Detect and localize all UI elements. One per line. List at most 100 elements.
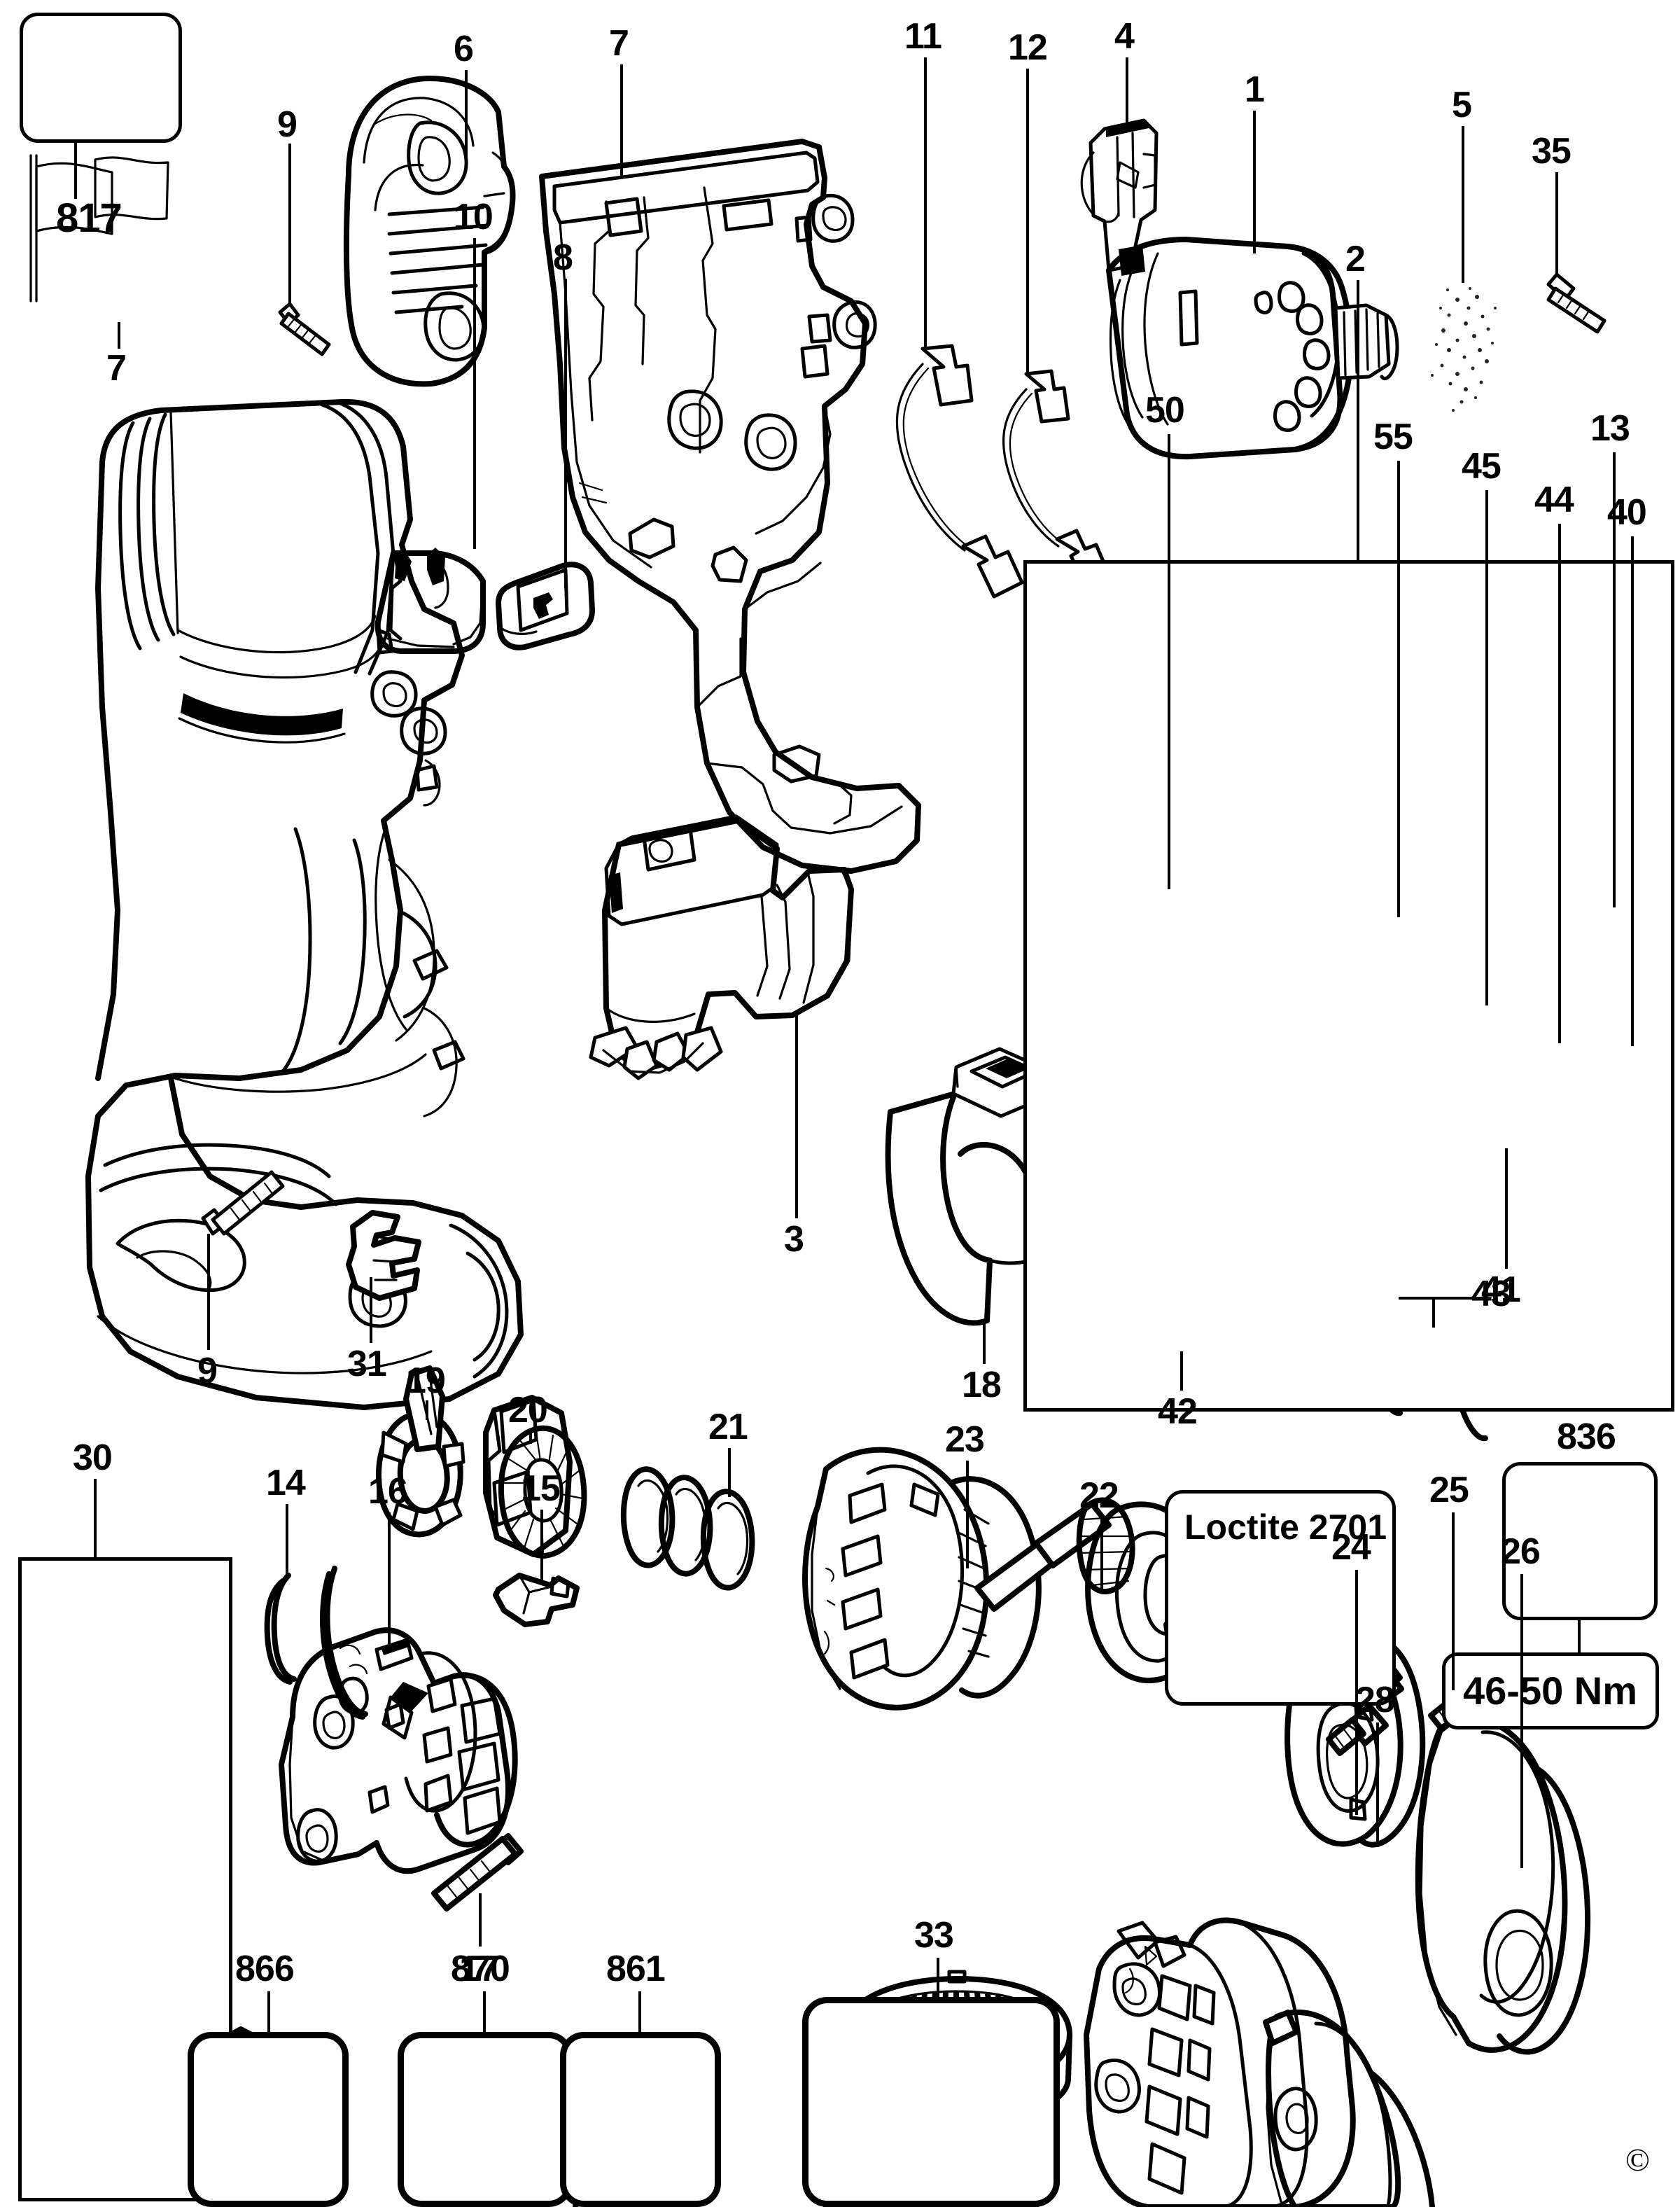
slider-8-art — [496, 562, 595, 650]
leader-836 — [1578, 1620, 1581, 1654]
leader-25 — [1452, 1512, 1455, 1690]
leader-17 — [479, 1893, 482, 1947]
callout-23: 23 — [945, 1419, 985, 1460]
callout-43: 43 — [1471, 1274, 1511, 1314]
leader-21 — [728, 1448, 731, 1497]
screw-35-art — [1546, 272, 1606, 334]
housing-right-7-art — [539, 139, 921, 874]
leader-13 — [1613, 452, 1616, 907]
complete-gearbox-28-art — [1084, 1917, 1435, 2207]
leader-43v — [1432, 1297, 1435, 1328]
callout-24: 24 — [1331, 1527, 1371, 1568]
callout-28: 28 — [1355, 1680, 1395, 1720]
leader-3 — [795, 1015, 798, 1218]
leader-45 — [1485, 490, 1488, 1005]
screw-17-art — [431, 1833, 524, 1912]
leader-12 — [1026, 69, 1029, 375]
leader-30 — [94, 1479, 97, 1559]
leader-15 — [540, 1510, 543, 1584]
clutch-collar-23-art — [802, 1447, 1042, 1711]
callout-55: 55 — [1373, 417, 1413, 457]
leader-28 — [1376, 1722, 1379, 1847]
leader-41 — [1505, 1148, 1508, 1269]
callout-866: 866 — [235, 1949, 295, 1989]
callout-870: 870 — [451, 1949, 510, 1989]
grease-5-art — [1431, 287, 1497, 412]
callout-6: 6 — [454, 29, 474, 69]
leader-16 — [388, 1512, 391, 1644]
callout-11: 11 — [904, 16, 942, 57]
callout-817: 817 — [56, 195, 122, 241]
leader-19-callout — [426, 1400, 428, 1416]
callout-14: 14 — [266, 1463, 306, 1503]
callout-13: 13 — [1590, 408, 1630, 449]
callout-9-top: 9 — [277, 104, 298, 145]
leader-26 — [1520, 1574, 1523, 1868]
leader-9a — [288, 144, 291, 305]
copyright-mark: © — [1625, 2142, 1650, 2178]
leader-50 — [1168, 434, 1170, 889]
assembly-box-2 — [1023, 560, 1674, 1412]
housing-left-7-art — [85, 398, 524, 1410]
leader-4 — [1126, 57, 1128, 127]
leader-18 — [983, 1323, 986, 1364]
gear-case-16-art — [279, 1566, 518, 1874]
callout-17: 17 — [459, 1949, 499, 1989]
callout-7-top: 7 — [609, 23, 629, 64]
leader-2 — [1357, 280, 1359, 560]
chuck-26-art — [1415, 1715, 1591, 2055]
leader-817 — [74, 143, 77, 199]
leader-22 — [1100, 1517, 1103, 1589]
detail-box-870 — [398, 2032, 573, 2207]
leader-23 — [966, 1461, 969, 1568]
leader-20-callout — [529, 1428, 532, 1444]
detail-box-817 — [20, 13, 182, 143]
leader-11 — [924, 57, 927, 350]
leader-861 — [638, 1991, 641, 2033]
leader-14 — [286, 1504, 288, 1580]
callout-19: 19 — [406, 1360, 446, 1401]
retaining-wire-14-art — [264, 1573, 297, 1685]
callout-18: 18 — [962, 1365, 1002, 1405]
leader-44 — [1558, 524, 1561, 1043]
callout-836: 836 — [1557, 1416, 1616, 1457]
leader-40 — [1631, 536, 1634, 1046]
leader-33 — [937, 1958, 939, 1998]
callout-1: 1 — [1245, 69, 1265, 110]
spring-washers-21-art — [620, 1466, 755, 1591]
leader-43h — [1399, 1297, 1483, 1300]
callout-35: 35 — [1532, 131, 1572, 172]
callout-21: 21 — [708, 1407, 748, 1447]
lead-wire-11-art — [895, 344, 1024, 599]
screw-9-top-art — [278, 302, 331, 356]
switch-cover-10-art — [374, 548, 486, 654]
callout-9-mid: 9 — [197, 1351, 218, 1391]
detail-box-861 — [560, 2032, 721, 2207]
callout-42: 42 — [1158, 1391, 1198, 1432]
callout-40: 40 — [1607, 492, 1647, 533]
callout-30: 30 — [73, 1437, 113, 1478]
callout-44: 44 — [1534, 480, 1574, 520]
callout-12: 12 — [1008, 27, 1048, 68]
detail-box-836 — [1502, 1462, 1658, 1620]
leader-6 — [465, 70, 468, 157]
callout-26: 26 — [1501, 1531, 1541, 1572]
callout-5: 5 — [1452, 85, 1472, 125]
clip-31-art — [346, 1210, 421, 1301]
callout-10: 10 — [454, 197, 493, 237]
leader-870 — [483, 1991, 486, 2033]
leader-7b — [118, 322, 120, 349]
callout-3: 3 — [784, 1219, 804, 1260]
leader-1 — [1253, 111, 1256, 253]
callout-861: 861 — [606, 1949, 666, 1989]
detail-box-torque — [1442, 1652, 1659, 1729]
callout-16: 16 — [368, 1471, 408, 1512]
callout-15: 15 — [521, 1468, 561, 1509]
callout-20: 20 — [508, 1390, 548, 1430]
lever-15-art — [493, 1573, 580, 1627]
callout-8: 8 — [553, 237, 573, 278]
leader-5 — [1462, 126, 1464, 283]
trigger-switch-3-art — [589, 814, 854, 1080]
leader-24 — [1355, 1570, 1358, 1815]
